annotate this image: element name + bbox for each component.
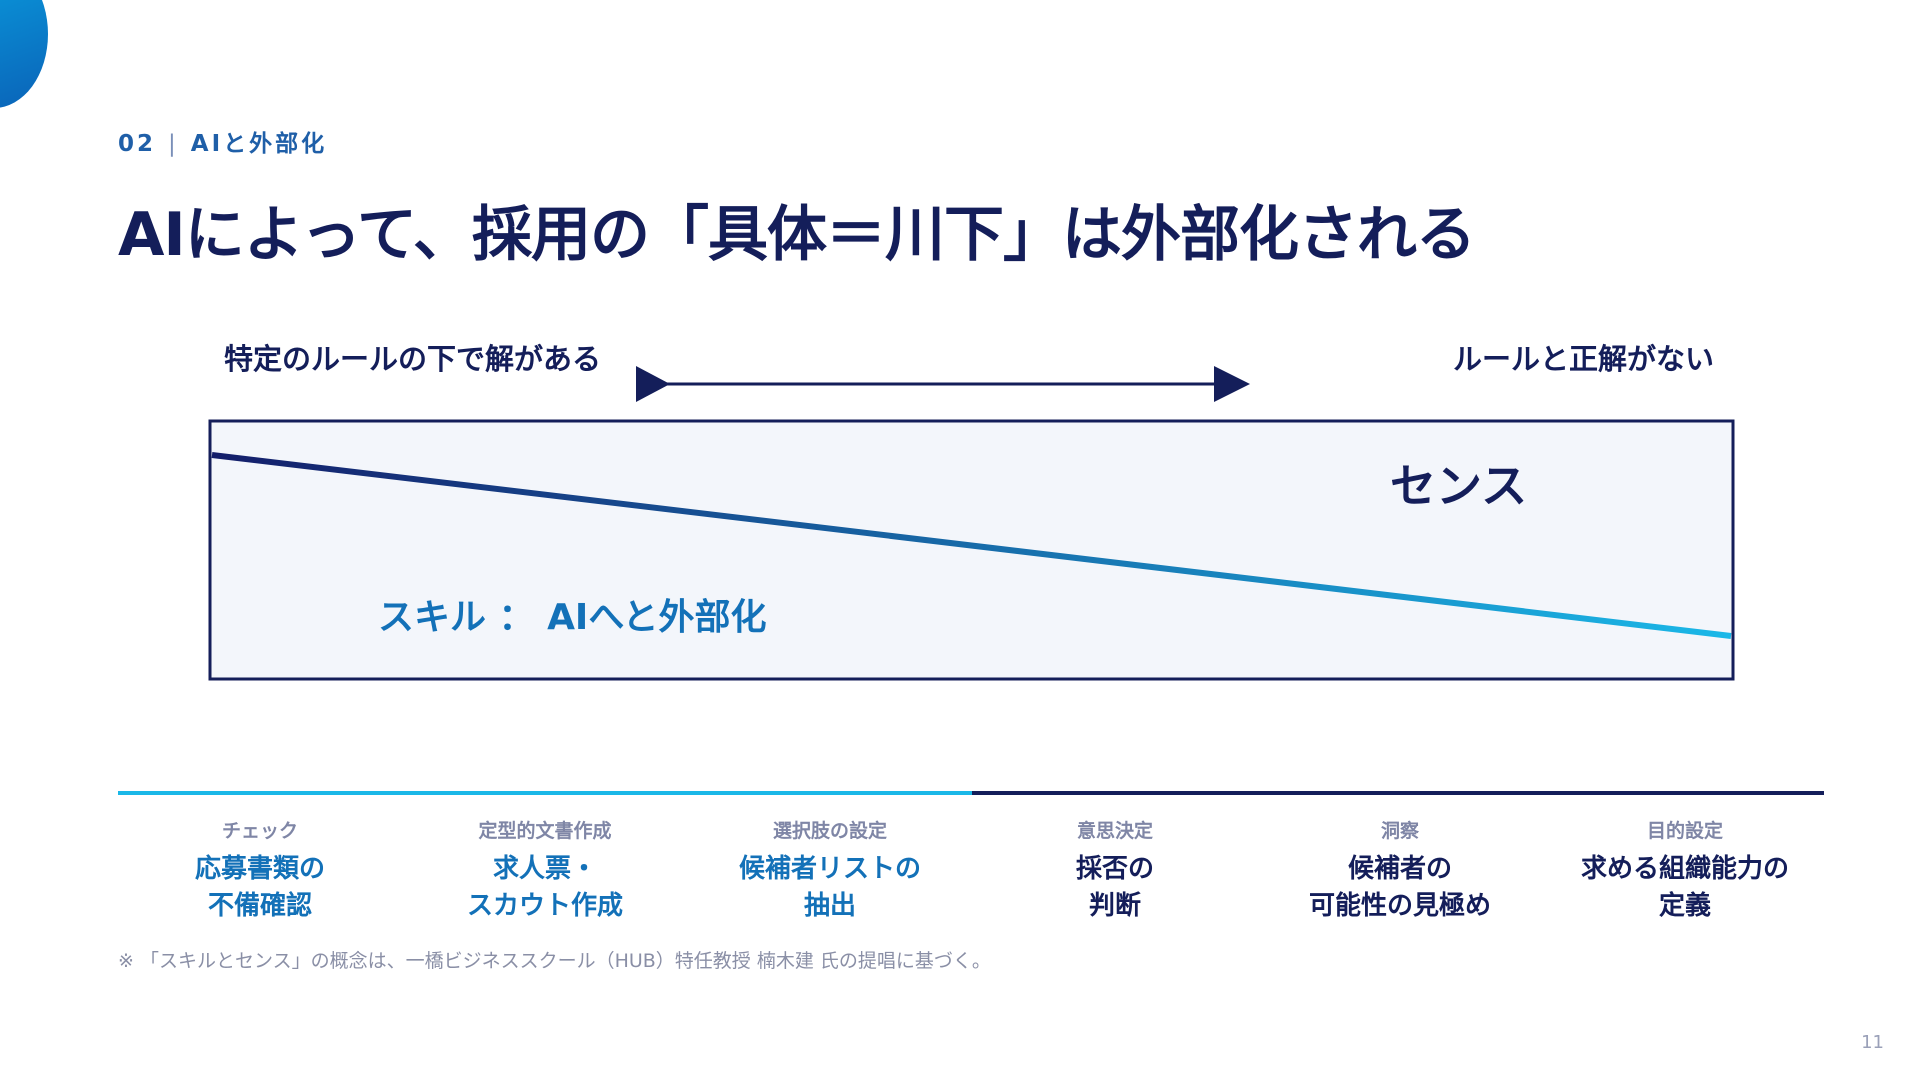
step-1: チェック 応募書類の 不備確認 [140, 816, 380, 925]
step-title: 候補者リストの 抽出 [710, 851, 950, 925]
step-category: 洞察 [1380, 820, 1419, 842]
section-number: 02 [118, 131, 157, 157]
step-title: 採否の 判断 [995, 851, 1235, 925]
step-title: 応募書類の 不備確認 [140, 851, 380, 925]
section-separator: | [168, 131, 179, 157]
step-line-2: 定義 [1658, 891, 1711, 921]
step-title: 求める組織能力の 定義 [1565, 851, 1805, 925]
step-3: 選択肢の設定 候補者リストの 抽出 [710, 816, 950, 925]
step-line-2: 判断 [1088, 891, 1141, 921]
step-title: 候補者の 可能性の見極め [1280, 851, 1520, 925]
step-line-1: 求人票・ [492, 854, 597, 884]
slide-title: AIによって、採用の「具体＝川下」は外部化される [118, 200, 1476, 270]
skill-sense-divider [211, 452, 1732, 639]
step-4: 意思決定 採否の 判断 [995, 816, 1235, 925]
footnote: ※ 「スキルとセンス」の概念は、一橋ビジネススクール（HUB）特任教授 楠木建 … [118, 950, 991, 972]
step-line-1: 応募書類の [194, 854, 325, 884]
left-axis-label: 特定のルールの下で解がある [224, 342, 602, 376]
section-title: AIと外部化 [190, 131, 328, 157]
step-5: 洞察 候補者の 可能性の見極め [1280, 816, 1520, 925]
section-header: 02 | AIと外部化 [118, 124, 327, 158]
step-line-1: 候補者の [1347, 854, 1452, 884]
step-2: 定型的文書作成 求人票・ スカウト作成 [425, 816, 665, 925]
step-category: 定型的文書作成 [478, 820, 612, 842]
step-category: 選択肢の設定 [772, 820, 887, 842]
step-category: 目的設定 [1646, 820, 1723, 842]
step-line-2: 可能性の見極め [1308, 891, 1491, 921]
step-6: 目的設定 求める組織能力の 定義 [1565, 816, 1805, 925]
direction-arrow [636, 366, 1250, 402]
step-line-1: 求める組織能力の [1580, 854, 1789, 884]
diagram-box [208, 419, 1735, 681]
step-line-1: 採否の [1075, 854, 1154, 884]
step-category: 意思決定 [1076, 820, 1153, 842]
step-category: チェック [221, 820, 298, 842]
step-title: 求人票・ スカウト作成 [425, 851, 665, 925]
sense-label: センス [1390, 459, 1528, 513]
step-line-2: 不備確認 [207, 891, 312, 921]
step-line-2: スカウト作成 [466, 891, 623, 921]
skill-label: スキル ： AIへと外部化 [378, 597, 767, 638]
step-line-2: 抽出 [803, 891, 856, 921]
page-number: 11 [1861, 1032, 1884, 1053]
step-line-1: 候補者リストの [738, 854, 921, 884]
right-axis-label: ルールと正解がない [1452, 342, 1714, 376]
